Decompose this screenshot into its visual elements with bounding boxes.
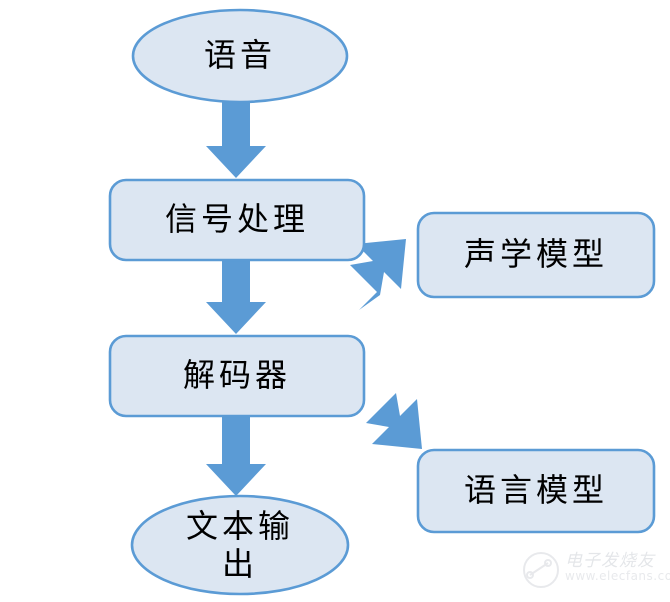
edge-signal-to-decoder — [206, 258, 266, 334]
edge-acoustic-to-decoder — [350, 239, 406, 310]
edge-language-to-decoder — [366, 393, 422, 449]
node-text-output[interactable] — [130, 494, 350, 596]
node-signal-processing[interactable] — [108, 178, 366, 262]
node-acoustic-model[interactable] — [416, 211, 656, 299]
node-speech[interactable] — [131, 8, 349, 104]
node-decoder[interactable] — [108, 334, 366, 418]
edge-decoder-to-textout — [206, 414, 266, 496]
edge-speech-to-signal — [206, 95, 266, 178]
node-language-model[interactable] — [416, 448, 656, 534]
